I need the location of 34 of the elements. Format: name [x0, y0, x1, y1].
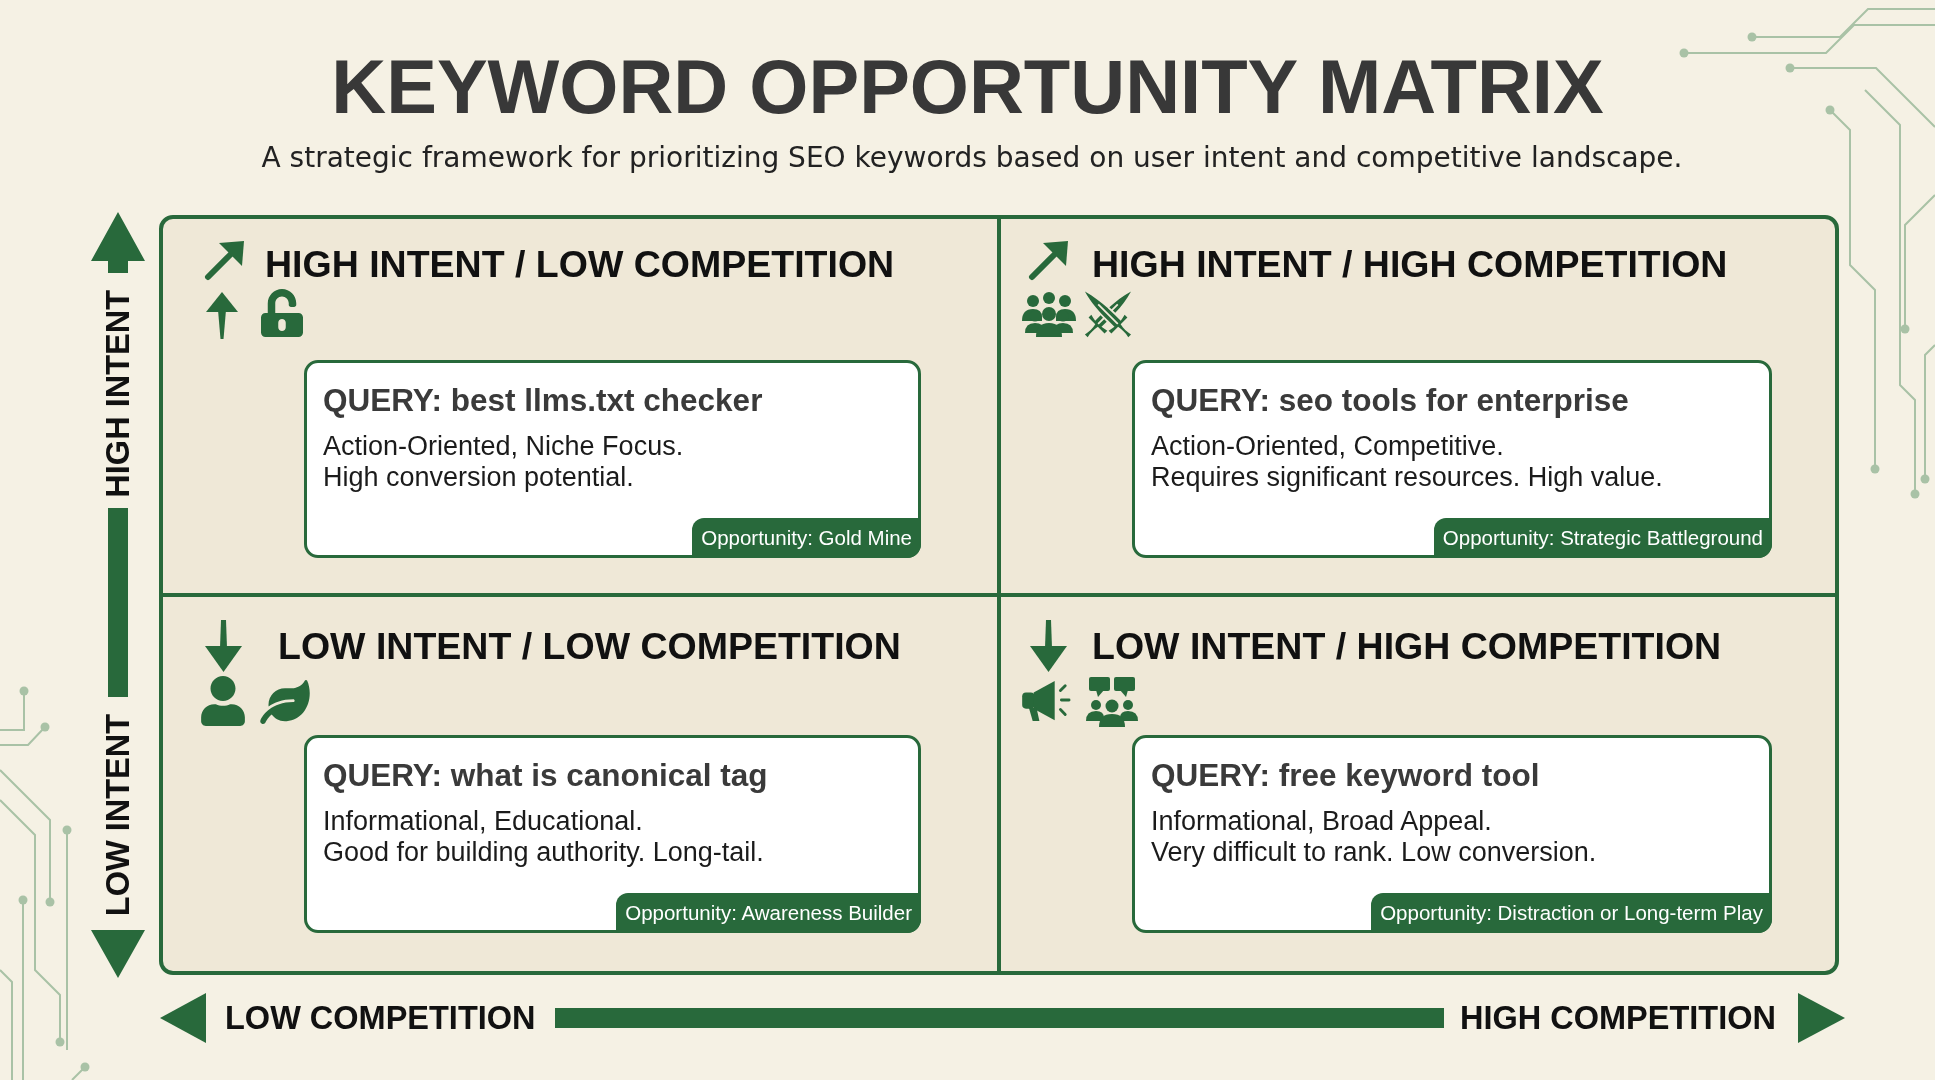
axis-label: HIGH COMPETITION	[1460, 1002, 1776, 1034]
query-description: Very difficult to rank. Low conversion.	[1151, 837, 1597, 868]
quadrant-heading: HIGH INTENT / LOW COMPETITION	[265, 244, 895, 284]
opportunity-tag: Opportunity: Awareness Builder	[616, 893, 921, 933]
subtitle: A strategic framework for prioritizing SEO keywords based on user intent and competitive landscape.	[261, 141, 1683, 175]
quadrant-heading: LOW INTENT / LOW COMPETITION	[278, 626, 901, 666]
query-title: QUERY: best llms.txt checker	[323, 383, 763, 418]
quadrant-panel	[1001, 597, 1835, 971]
opportunity-tag: Opportunity: Gold Mine	[692, 518, 921, 558]
query-description: Action-Oriented, Niche Focus.	[323, 431, 684, 462]
query-title: QUERY: what is canonical tag	[323, 758, 768, 793]
query-description: Informational, Broad Appeal.	[1151, 806, 1492, 837]
axis-label: LOW INTENT	[102, 714, 134, 917]
axis-label: LOW COMPETITION	[225, 1002, 536, 1034]
quadrant-heading: LOW INTENT / HIGH COMPETITION	[1092, 626, 1722, 666]
opportunity-tag: Opportunity: Strategic Battleground	[1433, 518, 1772, 558]
query-description: Requires significant resources. High value.	[1151, 462, 1663, 493]
query-card	[304, 735, 921, 933]
quadrant-panel	[163, 219, 997, 593]
query-card	[304, 360, 921, 558]
quadrant-panel	[1001, 219, 1835, 593]
query-description: Good for building authority. Long-tail.	[323, 837, 764, 868]
query-card	[1132, 735, 1772, 933]
query-description: Informational, Educational.	[323, 806, 643, 837]
query-description: Action-Oriented, Competitive.	[1151, 431, 1504, 462]
query-title: QUERY: free keyword tool	[1151, 758, 1540, 793]
opportunity-tag: Opportunity: Distraction or Long-term Play	[1371, 893, 1772, 933]
query-title: QUERY: seo tools for enterprise	[1151, 383, 1629, 418]
quadrant-heading: HIGH INTENT / HIGH COMPETITION	[1092, 244, 1728, 284]
query-description: High conversion potential.	[323, 462, 634, 493]
query-card	[1132, 360, 1772, 558]
axis-label: HIGH INTENT	[102, 290, 134, 498]
diagram-title: KEYWORD OPPORTUNITY MATRIX	[331, 49, 1604, 125]
quadrant-panel	[163, 597, 997, 971]
